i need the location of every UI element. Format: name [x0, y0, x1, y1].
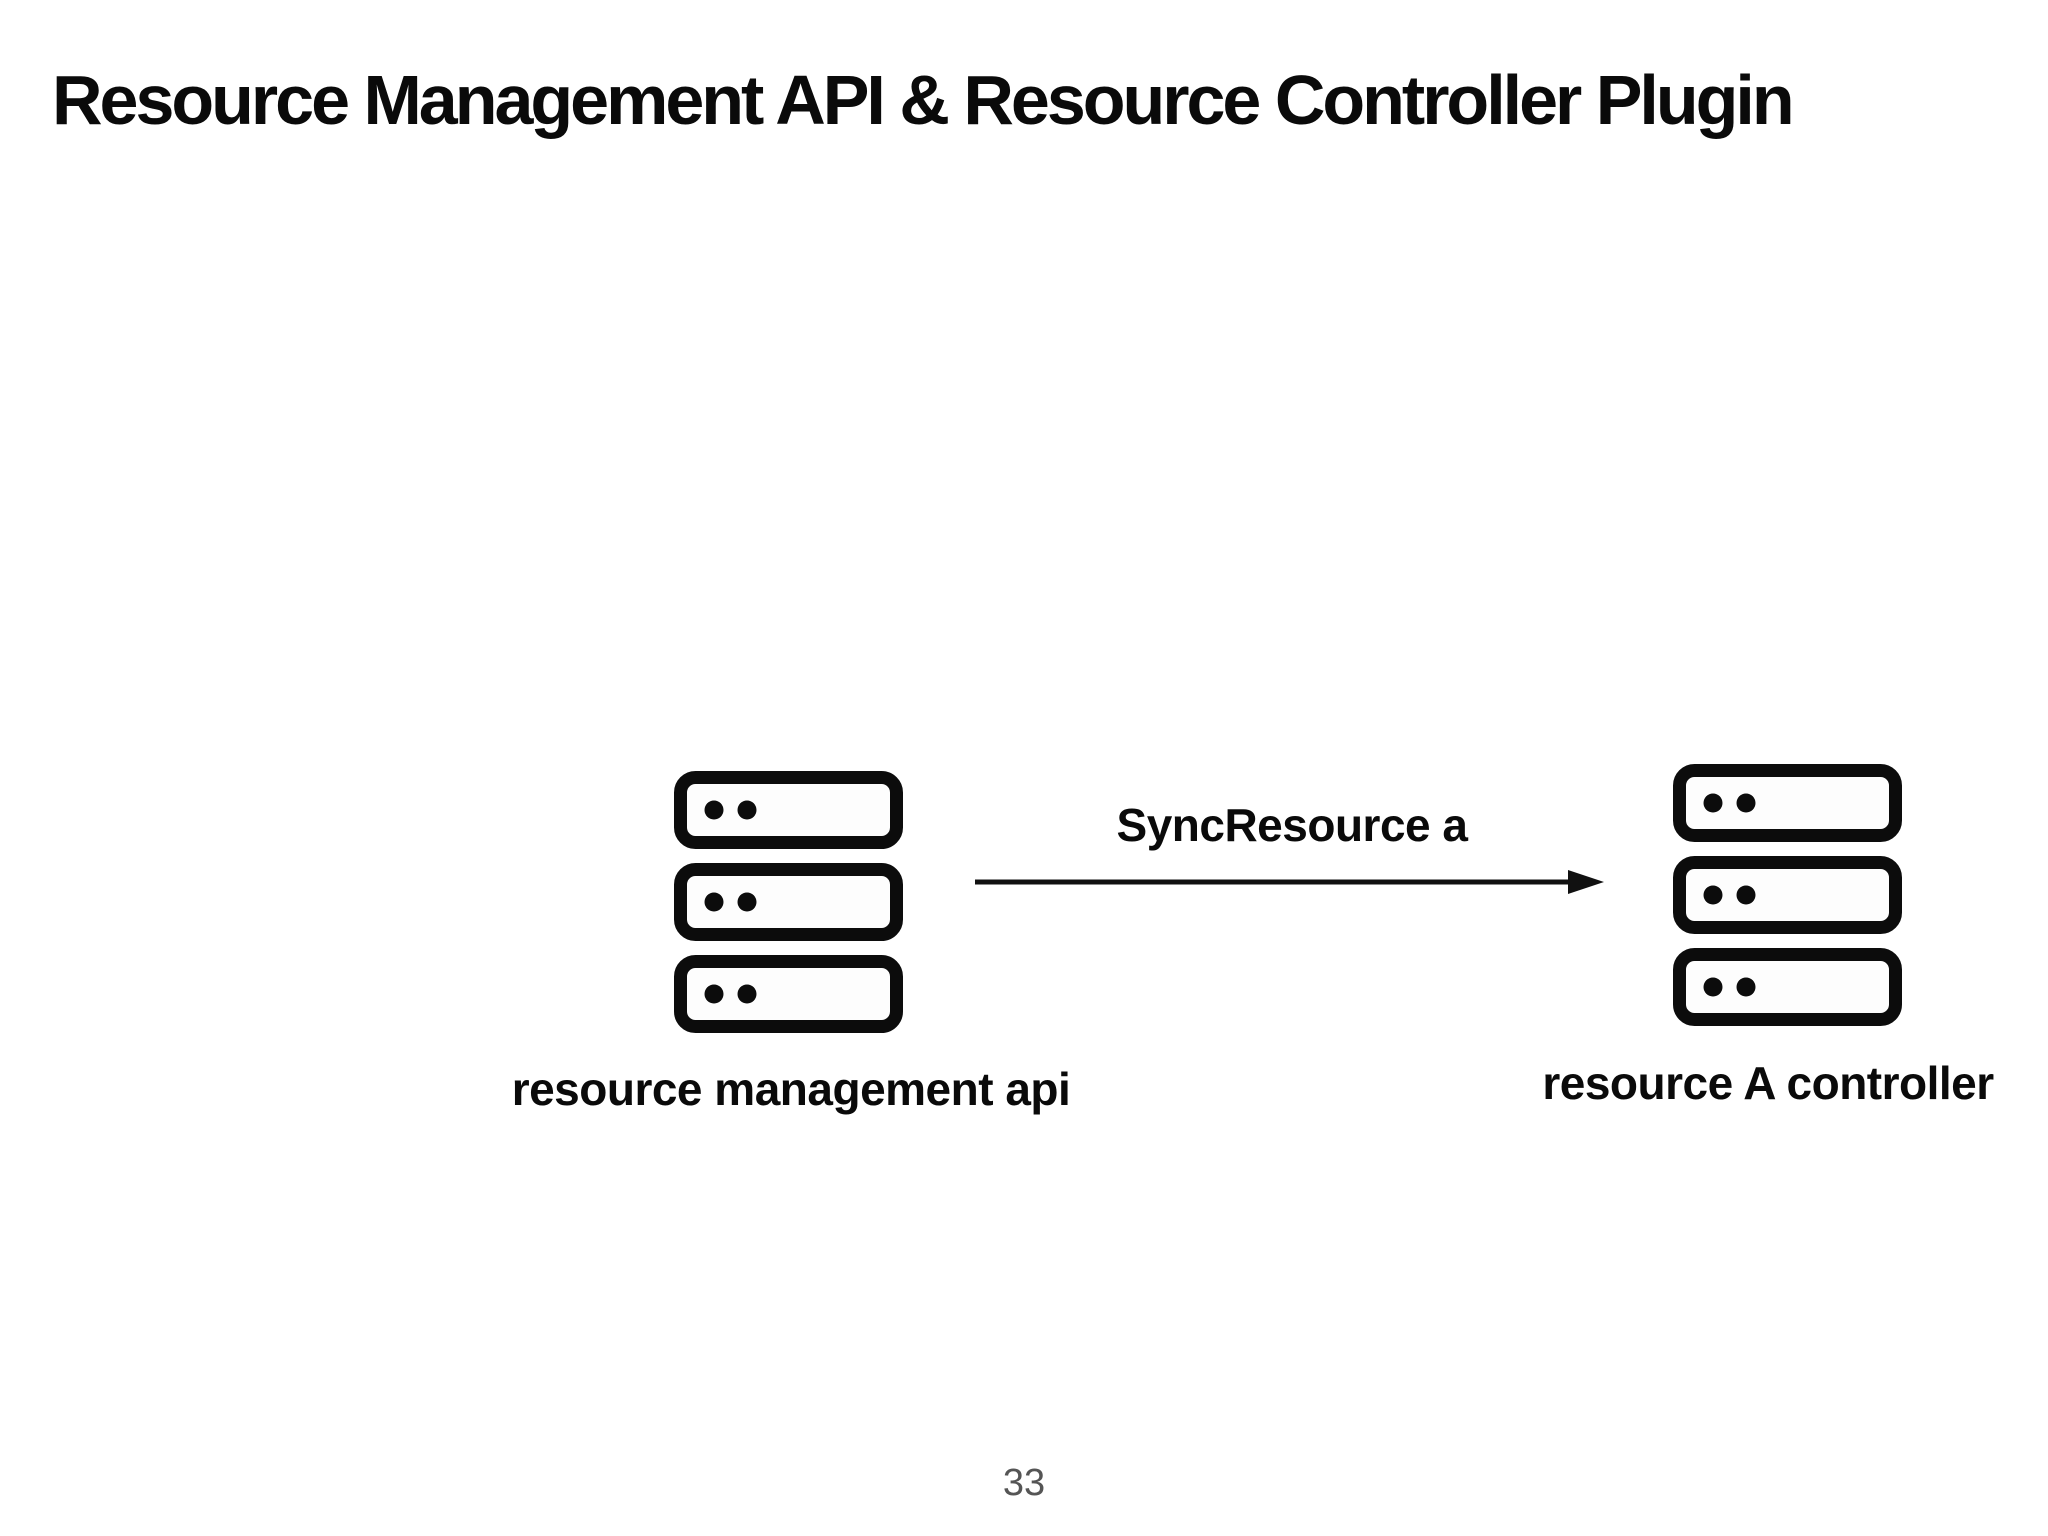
node-label-resource-a-controller: resource A controller [1542, 1057, 1994, 1109]
slide-title: Resource Management API & Resource Contr… [52, 61, 1795, 139]
server-stack-icon [674, 771, 903, 1033]
edge-label-sync-resource: SyncResource a [1116, 799, 1468, 851]
page-number: 33 [1002, 1462, 1046, 1504]
server-led-dots [1703, 793, 1756, 997]
server-led-dots [704, 800, 757, 1004]
right-arrow-icon [975, 870, 1604, 894]
server-stack-icon [1673, 764, 1902, 1026]
node-resource-a-controller [1672, 763, 1903, 1027]
node-resource-management-api [673, 770, 904, 1034]
node-label-resource-management-api: resource management api [511, 1063, 1071, 1115]
